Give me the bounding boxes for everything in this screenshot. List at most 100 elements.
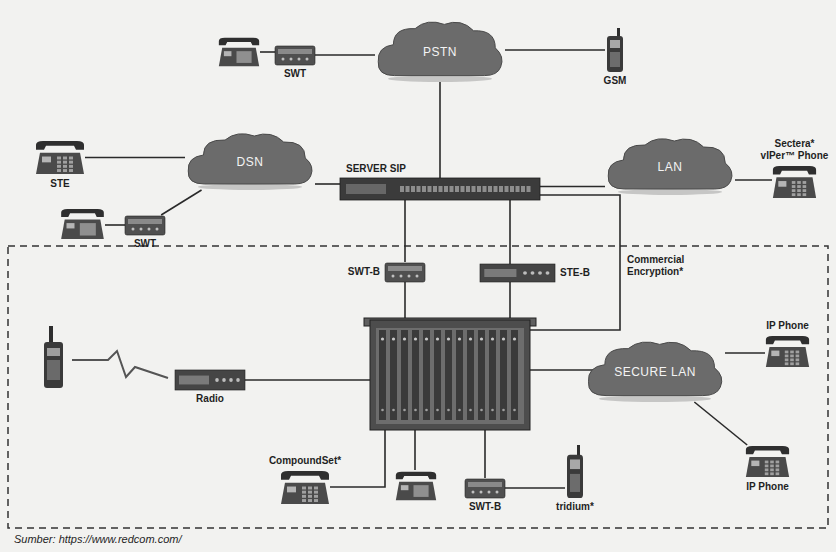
shape-part [69,169,73,172]
shape-part [278,49,312,54]
network-name: PSTN [423,41,457,59]
shape-part [179,376,209,385]
desk-phone: IP Phone [765,335,810,368]
radio-keys [47,360,60,380]
shape-part [796,362,800,365]
shape-part [290,58,293,61]
connector-line [505,487,565,489]
shape-part [314,487,318,490]
radio-link [72,351,168,378]
node-shape [280,470,330,505]
shape-part [792,185,796,188]
shape-part [308,487,312,490]
node-shape [772,165,817,199]
radio-body [44,342,63,388]
shape-part [523,271,527,275]
shape-part [785,351,789,354]
device-label: SERVER SIP [346,163,406,175]
wire [260,51,275,53]
shape-part [765,468,769,471]
shape-part [510,186,514,192]
shape-part [608,139,732,189]
shape-part [229,378,233,382]
shape-part [428,186,432,192]
wire [509,282,511,320]
shape-part [790,358,794,361]
connector-line [85,157,185,159]
switch-device: SWT [275,45,315,65]
radio-screen [47,348,60,356]
shape-part [314,491,318,494]
device-label: Sectera* vIPer™ Phone [758,138,832,162]
shape-part [57,169,61,172]
shape-part [308,499,312,502]
shape-part [778,181,786,187]
shape-part [803,193,807,196]
shape-part [770,472,774,475]
link-label: Commercial Encryption* [627,254,707,278]
node-shape [565,445,585,498]
shape-part [797,185,801,188]
node-shape [465,478,505,498]
shape-part [480,491,483,494]
network-cloud: LAN [605,135,735,195]
device-label: SWT-B [348,266,380,278]
shape-part [466,186,470,192]
connector-line [439,82,441,178]
shape-part [796,355,800,358]
shape-part [314,499,318,502]
shape-part [773,166,816,175]
shape-part [790,362,794,365]
node-shape [175,370,245,390]
switch-device: SWT-B [385,262,425,282]
desk-phone: CompoundSet* [280,470,330,505]
shape-part [63,157,67,160]
shape-part [314,495,318,498]
shape-part [505,186,509,192]
shape-part [69,165,73,168]
device-label: IP Phone [766,320,809,332]
shape-part [281,483,329,504]
shape-part [472,491,475,494]
connector-line [509,200,511,264]
shape-part [803,181,807,184]
shape-part [607,36,623,72]
wire [530,369,600,371]
shape-part [776,468,780,471]
network-name: LAN [658,156,683,174]
shape-part [803,185,807,188]
shape-part [69,157,73,160]
shape-part [765,472,769,475]
device-label: STE [50,178,69,190]
shape-part [287,487,296,493]
source-note: Sumber: https://www.redcom.com/ [14,533,182,545]
shape-part [796,358,800,361]
shape-part [521,186,525,192]
shape-part [125,216,165,235]
shape-part [148,228,151,231]
shape-part [455,186,459,192]
switch-chassis [364,318,536,430]
shape-part [63,165,67,168]
mobile-phone: tridium* [565,445,585,498]
shape-part [222,378,226,382]
shape-part [610,40,620,48]
desk-phone [396,472,436,501]
shape-part [63,161,67,164]
shape-part [766,336,809,344]
shape-part [340,178,540,200]
wire [404,282,406,320]
shape-part [516,186,520,192]
shape-part [198,184,302,190]
shape-part [746,446,789,454]
connector-line [725,352,765,354]
shape-part [792,189,796,192]
network-name: SECURE LAN [614,361,696,379]
shape-part [411,186,415,192]
shape-part [140,228,143,231]
shape-part [281,471,329,480]
device-label: CompoundSet* [269,455,341,467]
shape-part [771,351,779,357]
shape-part [790,351,794,354]
device-label: tridium* [556,501,594,513]
